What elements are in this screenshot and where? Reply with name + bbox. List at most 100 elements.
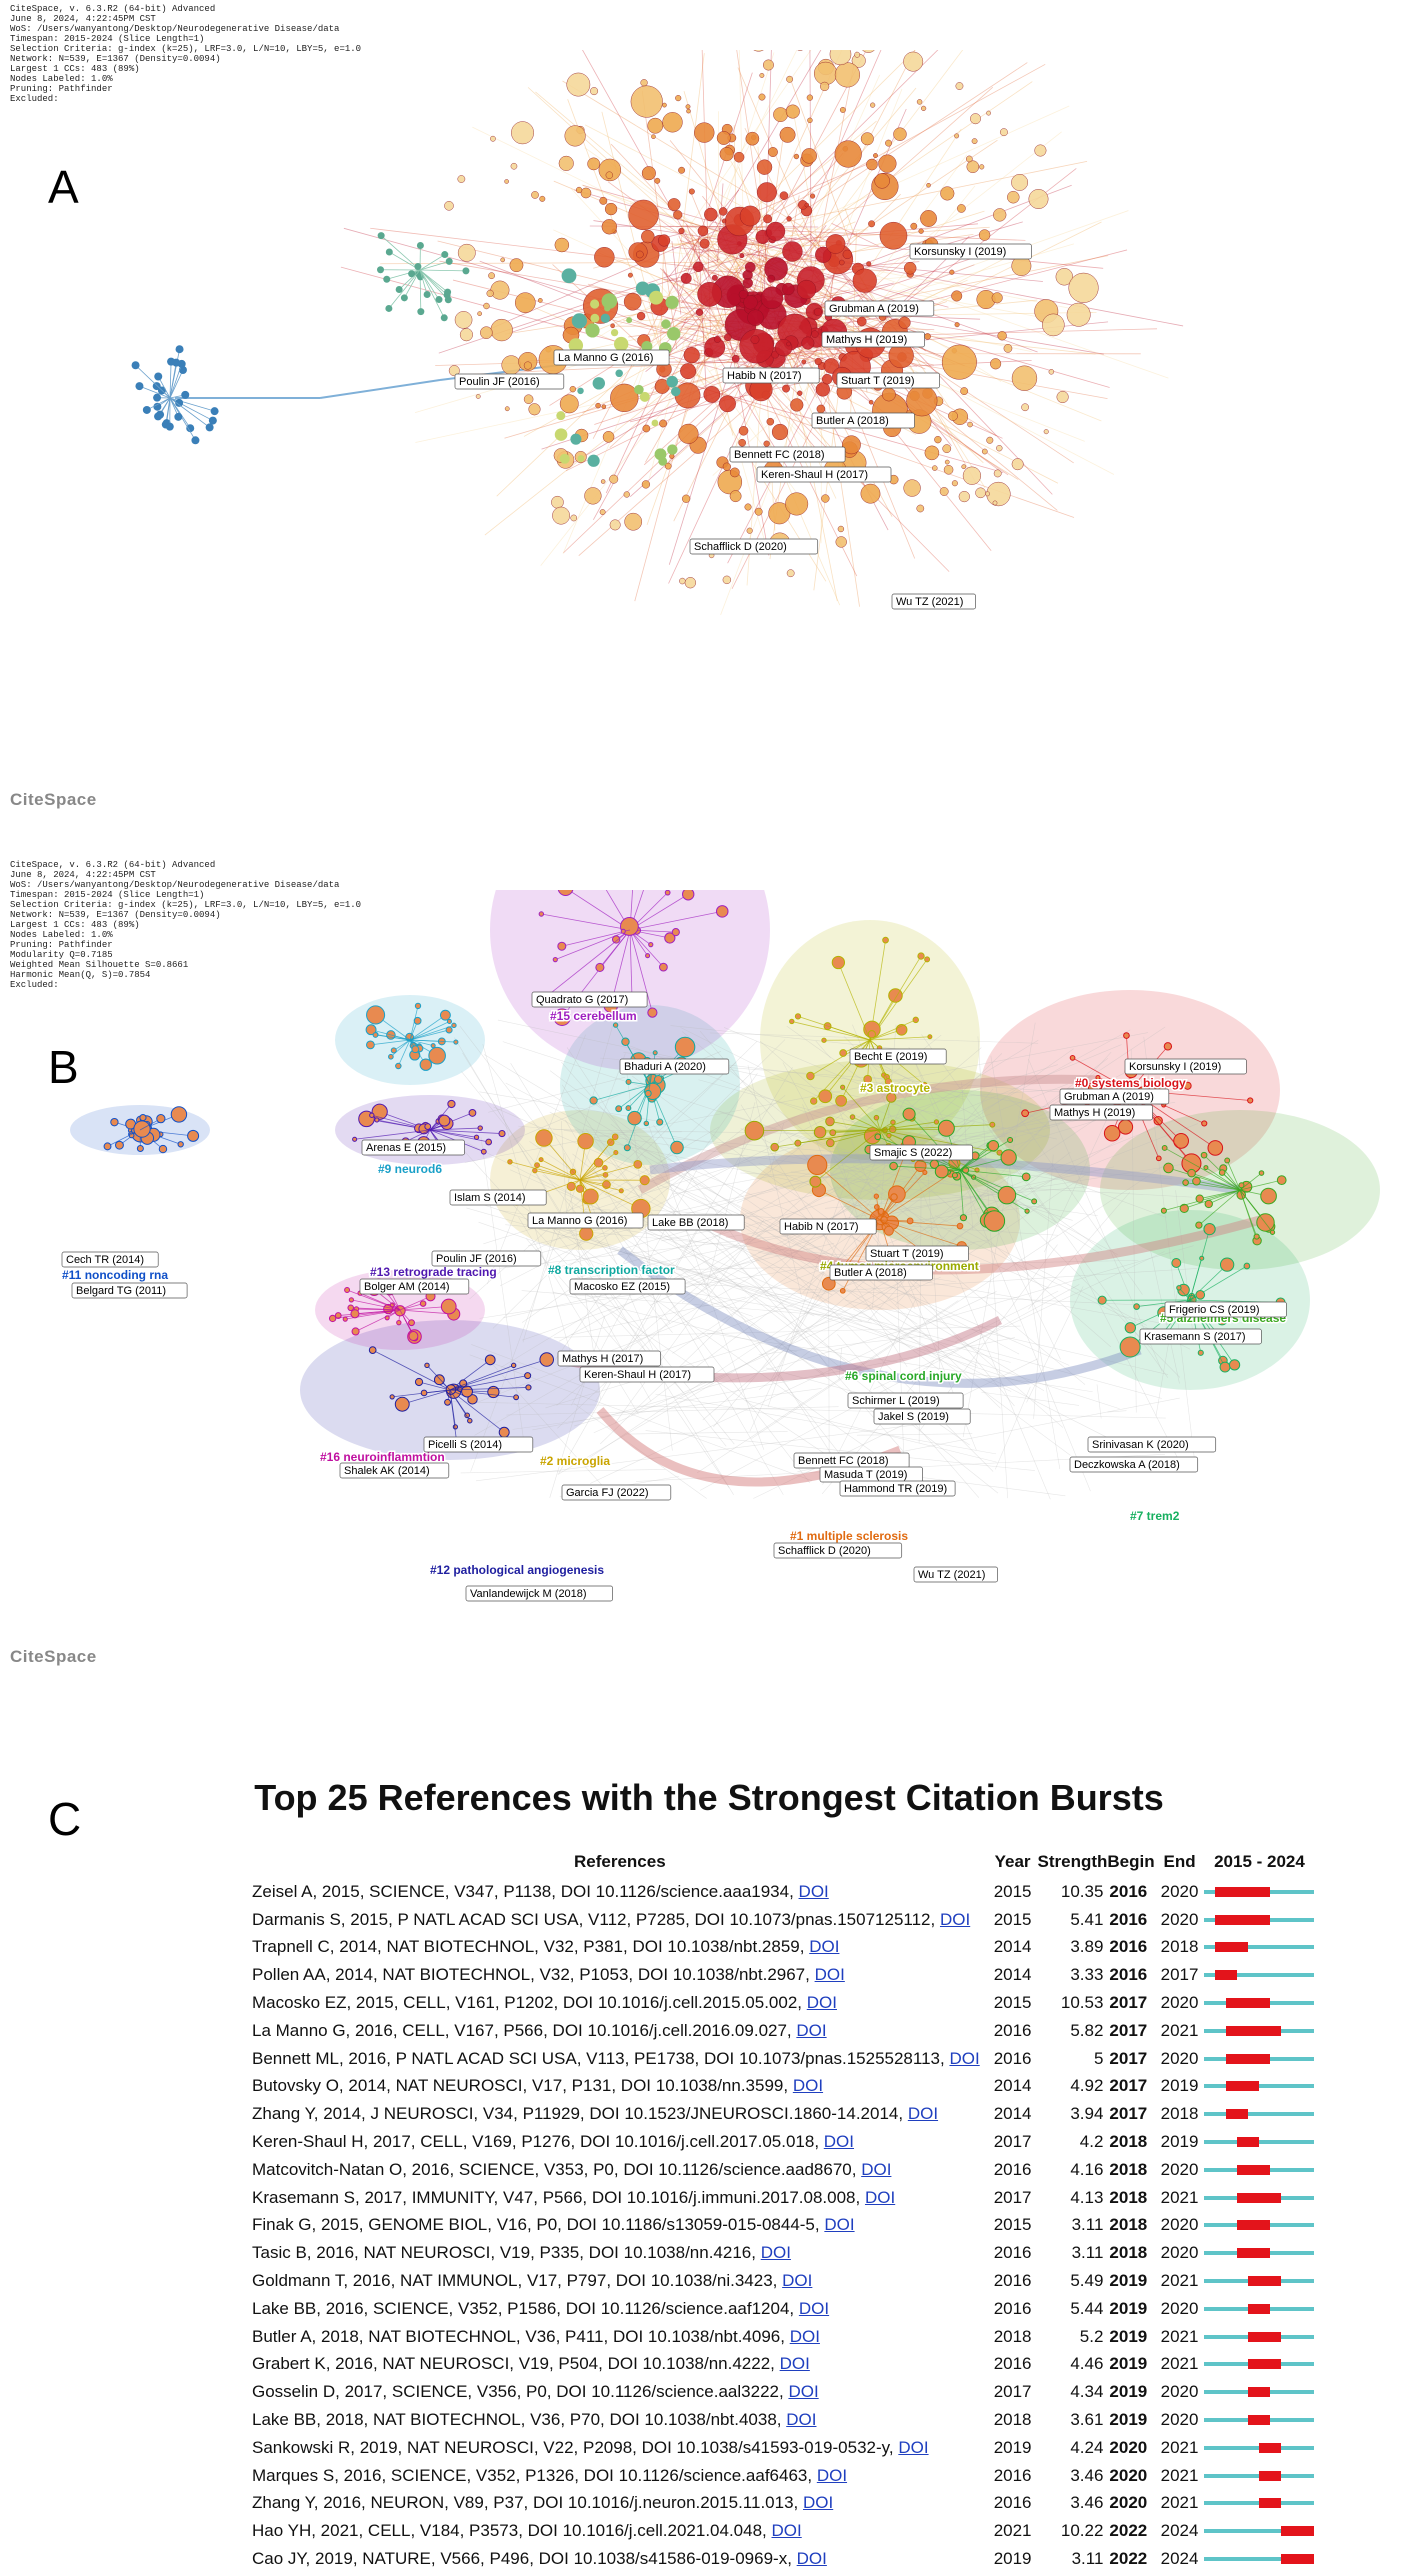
doi-link[interactable]: DOI <box>788 2382 818 2401</box>
doi-link[interactable]: DOI <box>949 2049 979 2068</box>
network-node <box>132 361 140 369</box>
network-node <box>206 423 214 431</box>
network-node <box>445 1399 451 1405</box>
network-node <box>524 395 533 404</box>
doi-link[interactable]: DOI <box>797 2549 827 2568</box>
network-node <box>1220 1258 1233 1271</box>
timeline-cell <box>1204 2517 1314 2545</box>
network-node <box>377 266 384 273</box>
network-node <box>601 314 610 323</box>
doi-link[interactable]: DOI <box>786 2410 816 2429</box>
network-node <box>378 232 385 239</box>
strength-cell: 5.49 <box>1038 2267 1108 2295</box>
network-node <box>611 324 615 328</box>
network-node <box>590 314 599 323</box>
network-node <box>782 242 802 262</box>
network-node <box>662 103 666 107</box>
begin-cell: 2016 <box>1107 1906 1154 1934</box>
doi-link[interactable]: DOI <box>908 2104 938 2123</box>
burst-row: Macosko EZ, 2015, CELL, V161, P1202, DOI… <box>252 1989 1314 2017</box>
network-node <box>745 1121 764 1140</box>
network-node <box>811 331 818 338</box>
doi-link[interactable]: DOI <box>861 2160 891 2179</box>
doi-link[interactable]: DOI <box>782 2271 812 2290</box>
network-node <box>648 1008 657 1017</box>
network-node <box>458 175 465 182</box>
network-node <box>820 82 829 91</box>
doi-link[interactable]: DOI <box>803 2493 833 2512</box>
network-node <box>640 1176 649 1185</box>
doi-link[interactable]: DOI <box>799 2299 829 2318</box>
network-node <box>453 1425 457 1429</box>
timeline-cell <box>1204 2267 1314 2295</box>
node-label-b: Grubman A (2019) <box>1064 1091 1154 1103</box>
network-node <box>759 94 765 100</box>
network-node <box>602 405 606 409</box>
network-node <box>891 1194 897 1200</box>
network-node <box>861 484 880 503</box>
network-node <box>745 262 755 272</box>
panel-b-logo: CiteSpace <box>10 1647 97 1667</box>
network-node <box>785 493 808 516</box>
doi-link[interactable]: DOI <box>815 1965 845 1984</box>
burst-row: Bennett ML, 2016, P NATL ACAD SCI USA, V… <box>252 2045 1314 2073</box>
network-node <box>551 496 563 508</box>
timeline-cell <box>1204 2545 1314 2573</box>
doi-link[interactable]: DOI <box>780 2354 810 2373</box>
network-node <box>749 50 768 51</box>
node-label-b: Quadrato G (2017) <box>536 994 628 1006</box>
doi-link[interactable]: DOI <box>898 2438 928 2457</box>
network-node <box>857 317 866 326</box>
network-node <box>918 953 924 959</box>
network-node <box>797 280 816 299</box>
year-cell: 2016 <box>988 2045 1038 2073</box>
network-node <box>515 293 535 313</box>
reference-cell: Butler A, 2018, NAT BIOTECHNOL, V36, P41… <box>252 2323 988 2351</box>
network-node <box>663 112 683 132</box>
network-node <box>434 1375 444 1385</box>
network-node <box>830 1130 836 1136</box>
end-cell: 2020 <box>1155 2212 1205 2240</box>
doi-link[interactable]: DOI <box>790 2327 820 2346</box>
network-node <box>795 1014 800 1019</box>
doi-link[interactable]: DOI <box>817 2466 847 2485</box>
cluster-label: #13 retrograde tracing <box>370 1265 497 1279</box>
network-node <box>655 178 660 183</box>
strength-cell: 3.33 <box>1038 1961 1108 1989</box>
network-node <box>836 1095 847 1106</box>
cluster-label: #8 transcription factor <box>548 1263 675 1277</box>
network-node <box>925 957 930 962</box>
doi-link[interactable]: DOI <box>799 1882 829 1901</box>
doi-link[interactable]: DOI <box>796 2021 826 2040</box>
network-node <box>998 1186 1016 1204</box>
begin-cell: 2018 <box>1107 2156 1154 2184</box>
cluster-hull <box>490 890 770 1070</box>
network-node <box>596 963 604 971</box>
network-node <box>143 406 151 414</box>
doi-link[interactable]: DOI <box>807 1993 837 2012</box>
doi-link[interactable]: DOI <box>772 2521 802 2540</box>
strength-cell: 5.82 <box>1038 2017 1108 2045</box>
doi-link[interactable]: DOI <box>761 2243 791 2262</box>
doi-link[interactable]: DOI <box>940 1910 970 1929</box>
burst-bar <box>1259 2498 1281 2508</box>
network-node <box>444 289 451 296</box>
network-edge <box>554 1326 1020 1337</box>
network-node <box>883 937 889 943</box>
end-cell: 2020 <box>1155 1878 1205 1906</box>
reference-cell: Goldmann T, 2016, NAT IMMUNOL, V17, P797… <box>252 2267 988 2295</box>
network-node <box>913 1017 918 1022</box>
doi-link[interactable]: DOI <box>824 2215 854 2234</box>
burst-timeline <box>1204 2026 1314 2036</box>
doi-link[interactable]: DOI <box>865 2188 895 2207</box>
doi-link[interactable]: DOI <box>809 1937 839 1956</box>
end-cell: 2020 <box>1155 1989 1205 2017</box>
network-node <box>682 890 693 900</box>
network-node <box>679 424 699 444</box>
doi-link[interactable]: DOI <box>824 2132 854 2151</box>
reference-cell: Tasic B, 2016, NAT NEUROSCI, V19, P335, … <box>252 2239 988 2267</box>
network-node <box>159 1145 166 1152</box>
end-cell: 2021 <box>1155 2184 1205 2212</box>
doi-link[interactable]: DOI <box>793 2076 823 2095</box>
meta-line: June 8, 2024, 4:22:45PM CST <box>10 14 361 24</box>
